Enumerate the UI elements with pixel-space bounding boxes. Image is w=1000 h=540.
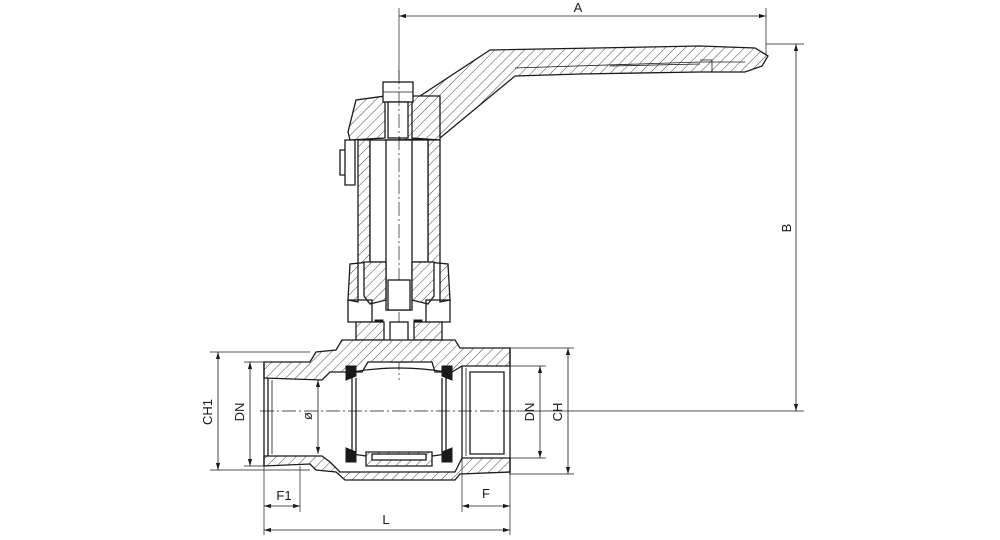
dimension-label-dn-left: DN (232, 403, 247, 422)
dimension-label-f: F (482, 486, 490, 501)
lever-handle (391, 45, 769, 141)
dimension-label-diameter: ø (300, 412, 315, 420)
valve-body (260, 339, 515, 481)
dimension-label-ch: CH (550, 403, 565, 422)
stem-nut (339, 81, 441, 186)
dimension-label-b: B (779, 224, 794, 233)
dimension-label-a: A (574, 0, 583, 15)
dimension-label-f1: F1 (276, 488, 291, 503)
dimension-label-dn-right: DN (522, 403, 537, 422)
dimension-label-ch1: CH1 (200, 399, 215, 425)
dimension-label-l: L (382, 512, 389, 527)
dimension-lines (210, 8, 804, 535)
